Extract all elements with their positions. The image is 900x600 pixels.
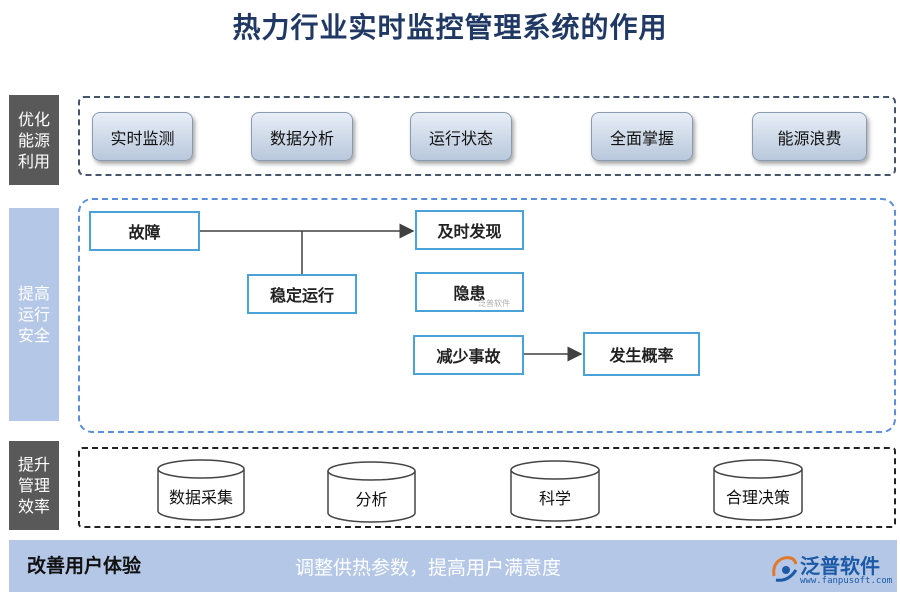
cylinder-collect: 数据采集 (157, 459, 245, 522)
optimize-item-realtime: 实时监测 (92, 112, 193, 161)
node-reduce: 减少事故 (413, 335, 524, 375)
node-discover: 及时发现 (415, 210, 524, 250)
node-stable: 稳定运行 (247, 274, 357, 314)
optimize-item-waste: 能源浪费 (752, 112, 867, 161)
cylinder-collect-shape (157, 459, 245, 521)
logo-name: 泛普软件 (800, 554, 880, 578)
optimize-item-analysis: 数据分析 (251, 112, 353, 161)
cylinder-analysis-shape (327, 461, 416, 523)
brand-logo: 泛普软件 www.fanpusoft.com (770, 548, 895, 590)
section-label-optimize: 优化能源利用 (9, 95, 59, 185)
node-fault: 故障 (89, 211, 200, 251)
cylinder-science-shape (510, 460, 600, 522)
node-hazard: 隐患 (415, 272, 524, 312)
cylinder-decision-shape (713, 459, 803, 521)
cylinder-collect-label: 数据采集 (168, 488, 233, 507)
node-probability: 发生概率 (583, 332, 700, 376)
cylinder-decision: 合理决策 (713, 459, 803, 522)
optimize-item-grasp: 全面掌握 (591, 112, 693, 161)
logo-icon (772, 556, 798, 582)
section-label-management-text: 提升管理效率 (17, 455, 50, 516)
management-frame (78, 447, 896, 528)
footer-bar: 改善用户体验 调整供热参数，提高用户满意度 (9, 540, 897, 592)
footer-middle-text: 调整供热参数，提高用户满意度 (295, 557, 562, 579)
optimize-item-status: 运行状态 (410, 112, 512, 161)
diagram-title: 热力行业实时监控管理系统的作用 (232, 11, 668, 44)
section-label-safety-text: 提高运行安全 (17, 284, 50, 345)
logo-url: www.fanpusoft.com (800, 576, 893, 586)
cylinder-science-label: 科学 (538, 489, 571, 508)
section-label-management: 提升管理效率 (9, 441, 59, 530)
footer-left-label: 改善用户体验 (27, 555, 142, 577)
cylinder-analysis: 分析 (327, 461, 416, 524)
cylinder-decision-label: 合理决策 (725, 488, 790, 507)
optimize-frame (78, 96, 896, 176)
watermark: 泛普软件 (478, 299, 510, 308)
cylinder-science: 科学 (510, 460, 600, 523)
section-label-optimize-text: 优化能源利用 (17, 109, 50, 171)
safety-frame (78, 198, 896, 433)
section-label-safety: 提高运行安全 (9, 208, 59, 421)
cylinder-analysis-label: 分析 (355, 490, 388, 509)
